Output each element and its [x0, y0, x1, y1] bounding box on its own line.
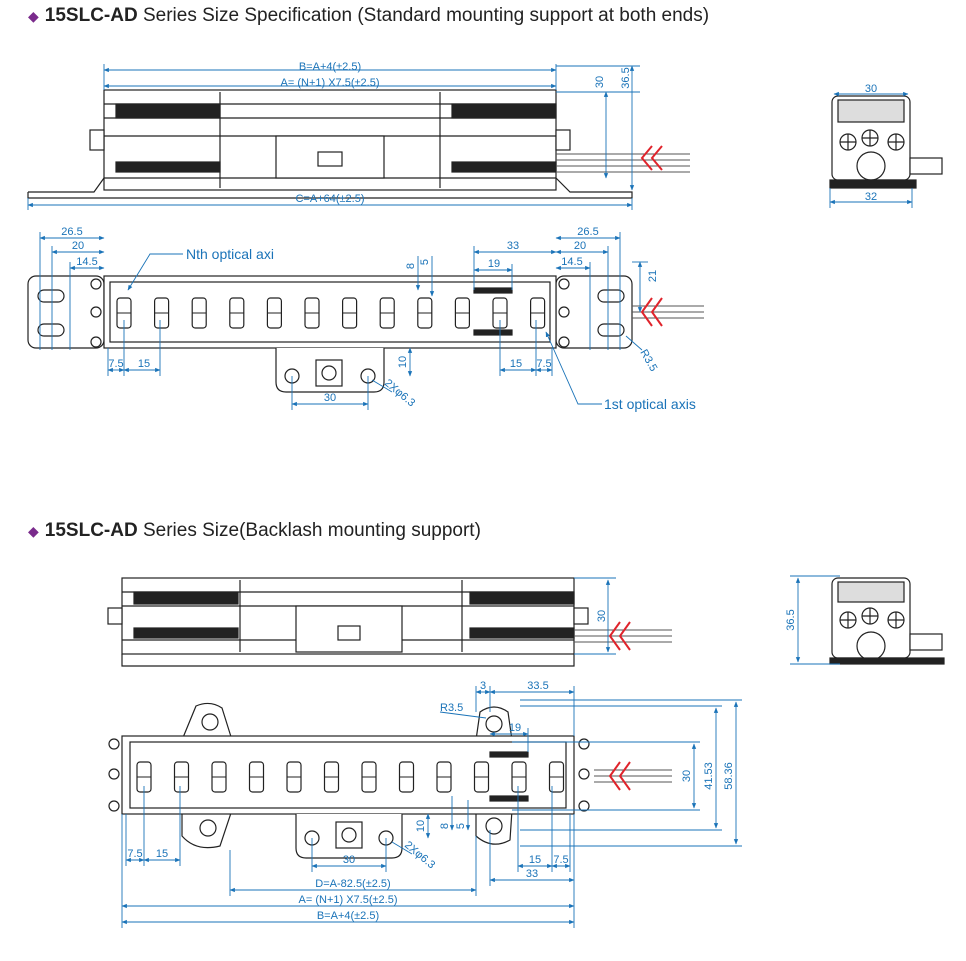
- s2-dim-a: A= (N+1) X7.5(±2.5): [299, 894, 398, 906]
- s2-dim-top-3: 3: [480, 680, 486, 692]
- s1-top-view: [27, 275, 633, 393]
- dim-bracket-30: 30: [324, 392, 336, 404]
- dim-left-15: 15: [138, 358, 150, 370]
- dim-right-7-5: 7.5: [536, 358, 551, 370]
- dim-v21: 21: [647, 270, 659, 282]
- s2-top-view: [108, 702, 590, 859]
- s2-dim-d: D=A-82.5(±2.5): [315, 878, 390, 890]
- s1-side-view: [27, 89, 633, 199]
- section1-series: 15SLC-AD: [44, 5, 138, 26]
- s2-dim-right-7-5: 7.5: [553, 854, 568, 866]
- s2-dim-top-19: 19: [509, 722, 521, 734]
- s2-dim-v10: 10: [415, 820, 427, 832]
- s2-dim-h36-5: 36.5: [785, 609, 797, 630]
- section1-heading: ◆ 15SLC-AD Series Size Specification (Sta…: [28, 5, 709, 27]
- dim-end-w32: 32: [865, 191, 877, 203]
- s2-cable: [574, 621, 672, 651]
- dim-end-w30: 30: [865, 83, 877, 95]
- s1-side-dimensions: [27, 64, 640, 210]
- dim-h36-5: 36.5: [620, 67, 632, 88]
- s2-dim-v30: 30: [681, 770, 693, 782]
- section2-heading: ◆ 15SLC-AD Series Size(Backlash mounting …: [28, 520, 481, 542]
- dim-v8: 8: [405, 263, 417, 269]
- s2-top-cable: [594, 761, 672, 791]
- dim-h30: 30: [594, 76, 606, 88]
- s1-top-cable: [632, 297, 704, 327]
- s1-end-view: [829, 95, 943, 189]
- s2-side-dimensions: [574, 577, 616, 655]
- s2-dim-bracket-30: 30: [343, 854, 355, 866]
- dim-right-33: 33: [507, 240, 519, 252]
- dim-right-15: 15: [510, 358, 522, 370]
- s2-end-dimensions: [790, 575, 840, 665]
- s2-dim-right-33: 33: [526, 868, 538, 880]
- s2-dim-left-7-5: 7.5: [127, 848, 142, 860]
- dim-v10: 10: [397, 356, 409, 368]
- s2-dim-v5: 5: [455, 823, 467, 829]
- section2-title: Series Size(Backlash mounting support): [142, 520, 481, 541]
- s2-dim-h30: 30: [596, 610, 608, 622]
- dim-right-19: 19: [488, 258, 500, 270]
- s2-dim-v58-36: 58.36: [723, 762, 735, 790]
- s2-dim-v41-53: 41.53: [703, 762, 715, 790]
- s2-dim-right-15: 15: [529, 854, 541, 866]
- dim-v5: 5: [419, 259, 431, 265]
- dim-b: B=A+4(±2.5): [299, 61, 361, 73]
- dim-right-20: 20: [574, 240, 586, 252]
- s2-dim-left-15: 15: [156, 848, 168, 860]
- s2-side-view: [107, 577, 589, 667]
- s2-top-dimensions: [121, 686, 742, 928]
- s2-end-view: [829, 577, 945, 665]
- dim-left-14-5: 14.5: [76, 256, 97, 268]
- dim-right-26-5: 26.5: [577, 226, 598, 238]
- dim-a: A= (N+1) X7.5(±2.5): [281, 77, 380, 89]
- s1-cable: [556, 145, 690, 173]
- bullet-icon: ◆: [28, 8, 39, 24]
- s1-optical-windows: [116, 297, 546, 329]
- dim-r3-5: R3.5: [637, 348, 659, 374]
- s2-dim-b: B=A+4(±2.5): [317, 910, 379, 922]
- dim-left-20: 20: [72, 240, 84, 252]
- dim-left-26-5: 26.5: [61, 226, 82, 238]
- label-nth-optical-axis: Nth optical axi: [186, 246, 274, 262]
- label-1st-optical-axis: 1st optical axis: [604, 396, 696, 412]
- s2-dim-top-33-5: 33.5: [527, 680, 548, 692]
- dim-left-7-5: 7.5: [108, 358, 123, 370]
- bullet-icon: ◆: [28, 523, 39, 539]
- dim-c: C=A+64(±2.5): [295, 193, 364, 205]
- s1-end-dimensions: [829, 91, 913, 208]
- s2-dim-r3-5: R3.5: [440, 702, 463, 714]
- s1-top-dimensions: [39, 232, 648, 410]
- s2-optical-windows: [136, 761, 565, 793]
- section1-title: Series Size Specification (Standard moun…: [142, 5, 710, 26]
- dim-right-14-5: 14.5: [561, 256, 582, 268]
- dim-hole: 2Xφ6.3: [382, 377, 417, 409]
- section2-series: 15SLC-AD: [44, 520, 138, 541]
- s2-dim-v8: 8: [439, 823, 451, 829]
- s2-dim-hole: 2Xφ6.3: [402, 839, 437, 871]
